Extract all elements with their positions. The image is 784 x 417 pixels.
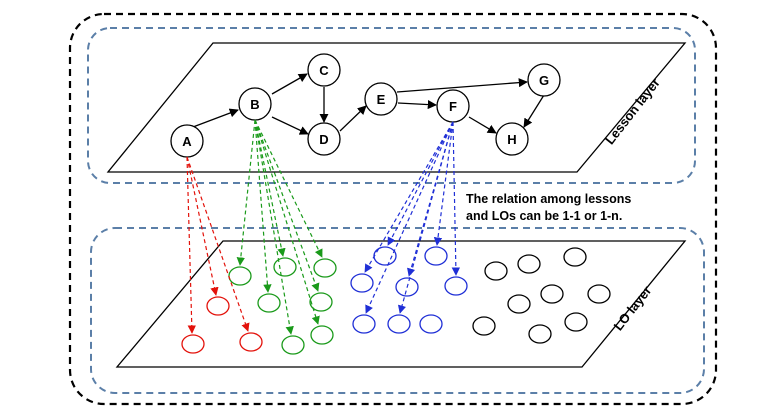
- lo-node: [206, 296, 230, 316]
- lo-node: [528, 324, 552, 344]
- relation-note-line-2: and LOs can be 1-1 or 1-n.: [466, 209, 622, 223]
- relation-note-line-1: The relation among lessons: [466, 192, 631, 206]
- link-a-lo: [186, 156, 219, 296]
- lo-node: [424, 246, 448, 266]
- lesson-node-h: H: [495, 122, 529, 156]
- lo-node: [281, 335, 305, 355]
- lesson-node-g: G: [527, 63, 561, 97]
- outer-frame: [68, 12, 718, 406]
- edge-f-h: [468, 116, 497, 134]
- lo-node: [387, 314, 411, 334]
- lo-node: [181, 334, 205, 354]
- lo-node: [564, 312, 588, 332]
- lesson-node-f-label: F: [449, 99, 457, 114]
- lo-node: [484, 261, 508, 281]
- lesson-node-h-label: H: [507, 132, 516, 147]
- lo-node: [239, 332, 263, 352]
- lesson-node-c: C: [307, 53, 341, 87]
- lo-node: [587, 284, 611, 304]
- links-from-b: [236, 119, 323, 335]
- lo-node: [373, 246, 397, 266]
- lesson-node-b-label: B: [250, 97, 259, 112]
- lesson-node-d: D: [307, 122, 341, 156]
- edge-b-d: [271, 116, 309, 135]
- link-f-lo: [451, 121, 461, 276]
- edge-e-f: [397, 100, 437, 110]
- lo-node: [563, 247, 587, 267]
- lo-group-unlinked: [472, 247, 611, 344]
- lo-node: [350, 273, 374, 293]
- lesson-edges: [192, 73, 545, 135]
- link-a-lo: [186, 156, 196, 334]
- link-b-lo: [254, 119, 320, 292]
- lo-node: [228, 266, 252, 286]
- lo-node: [444, 276, 468, 296]
- lesson-node-e: E: [364, 82, 398, 116]
- lo-group-b: [228, 257, 337, 355]
- link-b-lo: [254, 119, 323, 258]
- link-b-lo: [254, 119, 294, 335]
- lesson-layer-frame: [87, 27, 696, 184]
- lo-node: [257, 293, 281, 313]
- edge-b-c: [271, 73, 308, 95]
- lesson-node-g-label: G: [539, 73, 549, 88]
- lo-node: [540, 284, 564, 304]
- edge-a-b: [192, 108, 239, 128]
- lo-node: [472, 316, 496, 336]
- lo-group-a: [181, 296, 263, 354]
- links-from-f: [364, 121, 461, 314]
- link-a-lo: [186, 156, 250, 332]
- edge-d-e: [339, 105, 367, 132]
- link-f-lo: [397, 121, 454, 314]
- lesson-node-b: B: [238, 87, 272, 121]
- lo-node: [419, 314, 443, 334]
- lo-node: [352, 314, 376, 334]
- lesson-node-e-label: E: [377, 92, 386, 107]
- lo-node: [313, 258, 337, 278]
- link-b-lo: [254, 119, 286, 257]
- lo-node: [310, 325, 334, 345]
- lesson-node-d-label: D: [319, 132, 328, 147]
- link-b-lo: [236, 119, 256, 266]
- lesson-node-a-label: A: [182, 134, 192, 149]
- link-b-lo: [254, 119, 320, 325]
- links-from-a: [186, 156, 250, 334]
- link-f-lo: [364, 121, 454, 273]
- lesson-node-f: F: [436, 89, 470, 123]
- lo-node: [517, 254, 541, 274]
- lo-node: [507, 294, 531, 314]
- lesson-node-a: A: [170, 124, 204, 158]
- lo-group-f: [350, 246, 468, 334]
- edge-e-g: [396, 78, 528, 93]
- link-f-lo: [387, 121, 454, 246]
- lo-node: [309, 292, 333, 312]
- link-b-lo: [254, 119, 272, 293]
- link-f-lo: [407, 121, 454, 277]
- lo-node: [273, 257, 297, 277]
- lesson-node-c-label: C: [319, 63, 329, 78]
- edge-g-h: [523, 94, 545, 128]
- lesson-nodes: A B C D E F G H: [170, 53, 561, 158]
